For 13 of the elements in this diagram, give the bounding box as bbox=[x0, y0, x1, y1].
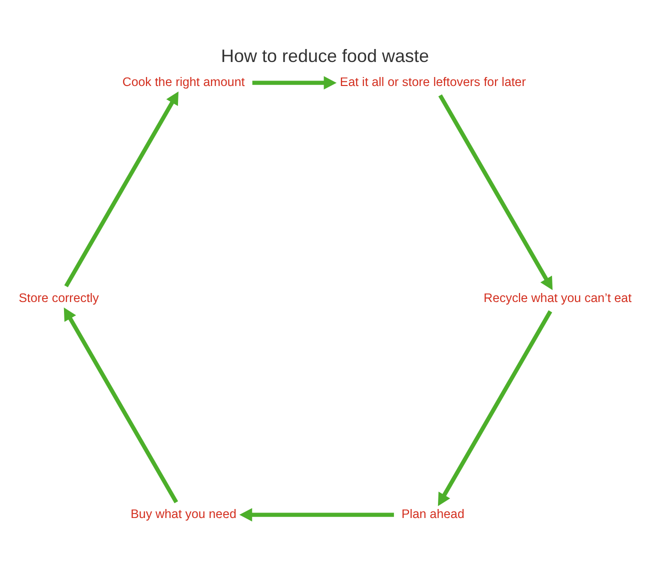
arrow bbox=[438, 94, 553, 290]
arrow bbox=[64, 307, 178, 503]
node-text: Store correctly bbox=[18, 290, 99, 304]
node-text: Buy what you need bbox=[130, 506, 236, 520]
node-text: Cook the right amount bbox=[122, 74, 245, 88]
arrow bbox=[252, 76, 337, 90]
arrow bbox=[438, 310, 552, 506]
node-text: Eat it all or store leftovers for later bbox=[340, 74, 526, 88]
node-text: Plan ahead bbox=[401, 506, 464, 520]
node-text: Recycle what you can’t eat bbox=[484, 290, 632, 304]
diagram-title: How to reduce food waste bbox=[221, 45, 429, 66]
arrow bbox=[64, 91, 178, 287]
arrow bbox=[239, 508, 394, 521]
